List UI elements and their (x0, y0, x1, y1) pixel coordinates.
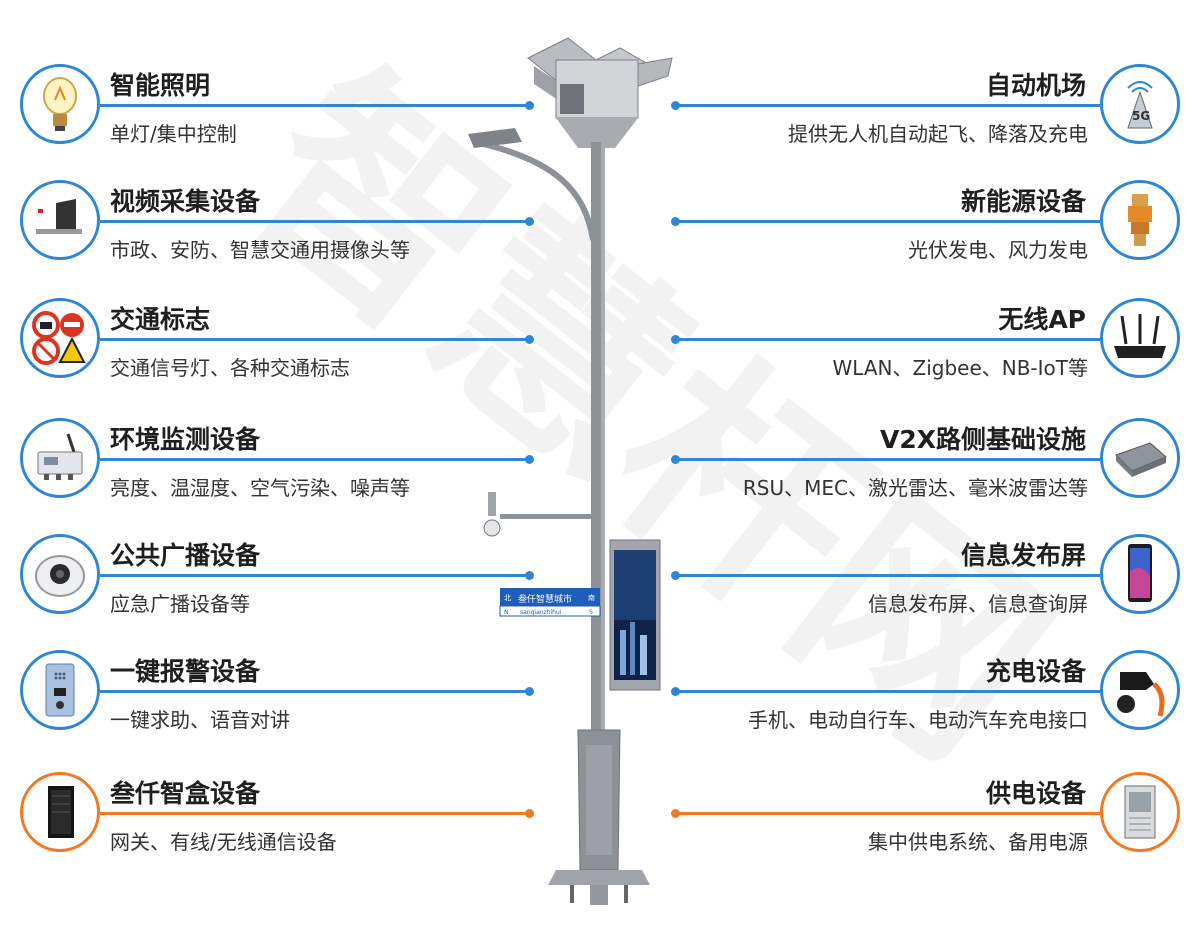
connector-dot (525, 217, 534, 226)
connector-line (100, 809, 534, 818)
feature-description: 亮度、温湿度、空气污染、噪声等 (110, 476, 410, 500)
drone-airport (527, 37, 673, 148)
left-feature-item: 视频采集设备市政、安防、智慧交通用摄像头等 (0, 180, 560, 280)
street-sign: 北 叁仟智慧城市 南 N sanqianzhihui S (499, 588, 601, 617)
connector-dot (525, 101, 534, 110)
right-feature-item: 新能源设备光伏发电、风力发电 (640, 180, 1200, 280)
cabinet-icon (20, 772, 100, 852)
svg-text:5G: 5G (1132, 109, 1150, 123)
feature-title: 充电设备 (985, 657, 1086, 686)
feature-description: 手机、电动自行车、电动汽车充电接口 (748, 708, 1088, 732)
connector-dot (525, 809, 534, 818)
feature-description: 网关、有线/无线通信设备 (110, 830, 337, 854)
connector-line (100, 571, 534, 580)
connector-dot (671, 335, 680, 344)
feature-description: 光伏发电、风力发电 (908, 238, 1088, 262)
feature-description: 交通信号灯、各种交通标志 (110, 356, 350, 380)
connector-dot (525, 687, 534, 696)
phone-screen-icon (1100, 534, 1180, 614)
lamp-arm (474, 139, 596, 241)
feature-title: 智能照明 (110, 71, 211, 100)
connector-line (671, 101, 1100, 110)
feature-description: 单灯/集中控制 (110, 122, 237, 146)
feature-title: 无线AP (998, 305, 1086, 334)
right-feature-item: 信息发布屏信息发布屏、信息查询屏 (640, 534, 1200, 634)
feature-title: 交通标志 (110, 305, 211, 334)
feature-description: 提供无人机自动起飞、降落及充电 (788, 122, 1088, 146)
feature-description: 市政、安防、智慧交通用摄像头等 (110, 238, 410, 262)
connector-icon (1100, 180, 1180, 260)
connector-dot (525, 571, 534, 580)
right-feature-item: 无线AP WLAN、Zigbee、NB-IoT等 (640, 298, 1200, 398)
left-feature-item: 叁仟智盒设备网关、有线/无线通信设备 (0, 772, 560, 872)
left-feature-item: 环境监测设备亮度、温湿度、空气污染、噪声等 (0, 418, 560, 518)
feature-title: 环境监测设备 (110, 425, 261, 454)
feature-title: 自动机场 (985, 71, 1086, 100)
feature-title: 新能源设备 (960, 187, 1086, 216)
connector-dot (671, 455, 680, 464)
light-bulb-icon (20, 64, 100, 144)
traffic-sign-icon (20, 298, 100, 378)
sign-south-letter: S (589, 609, 593, 616)
sign-name: 叁仟智慧城市 (518, 593, 572, 605)
feature-title: 一键报警设备 (110, 657, 261, 686)
feature-title: 公共广播设备 (110, 541, 261, 570)
connector-dot (671, 687, 680, 696)
left-feature-item: 智能照明单灯/集中控制 (0, 64, 560, 164)
sign-pinyin: sanqianzhihui (520, 609, 562, 616)
feature-title: 叁仟智盒设备 (110, 779, 261, 808)
connector-line (100, 455, 534, 464)
connector-line (100, 217, 534, 226)
right-feature-item: V2X路侧基础设施 RSU、MEC、激光雷达、毫米波雷达等 (640, 418, 1200, 518)
sign-north-letter: N (504, 609, 509, 616)
connector-line (671, 687, 1100, 696)
connector-dot (671, 217, 680, 226)
alarm-panel-icon (20, 650, 100, 730)
smart-pole-illustration: 北 叁仟智慧城市 南 N sanqianzhihui S (468, 37, 673, 905)
left-feature-item: 一键报警设备一键求助、语音对讲 (0, 650, 560, 750)
right-feature-item: 充电设备手机、电动自行车、电动汽车充电接口 (640, 650, 1200, 750)
feature-description: 信息发布屏、信息查询屏 (868, 592, 1088, 616)
feature-description: 应急广播设备等 (110, 592, 250, 616)
right-feature-item: 5G 自动机场提供无人机自动起飞、降落及充电 (640, 64, 1200, 164)
left-feature-item: 公共广播设备应急广播设备等 (0, 534, 560, 634)
connector-line (671, 809, 1100, 818)
connector-line (671, 455, 1100, 464)
sensor-box-icon (20, 418, 100, 498)
connector-line (100, 687, 534, 696)
rsu-device-icon (1100, 418, 1180, 498)
feature-title: V2X路侧基础设施 (879, 425, 1086, 454)
connector-line (100, 335, 534, 344)
right-feature-item: 供电设备集中供电系统、备用电源 (640, 772, 1200, 872)
feature-title: 供电设备 (985, 779, 1086, 808)
connector-line (671, 571, 1100, 580)
feature-title: 视频采集设备 (110, 187, 261, 216)
connector-line (100, 101, 534, 110)
dome-camera (483, 519, 501, 537)
connector-dot (671, 809, 680, 818)
connector-line (671, 217, 1100, 226)
connector-dot (671, 101, 680, 110)
sign-south: 南 (588, 593, 595, 602)
connector-dot (525, 335, 534, 344)
connector-dot (525, 455, 534, 464)
5g-tower-icon: 5G (1100, 64, 1180, 144)
charging-plug-icon (1100, 650, 1180, 730)
connector-dot (671, 571, 680, 580)
left-feature-item: 交通标志交通信号灯、各种交通标志 (0, 298, 560, 398)
feature-description: WLAN、Zigbee、NB-IoT等 (832, 356, 1088, 380)
connector-line (671, 335, 1100, 344)
camera-icon (20, 180, 100, 260)
feature-description: 一键求助、语音对讲 (110, 708, 290, 732)
feature-title: 信息发布屏 (960, 541, 1086, 570)
feature-description: RSU、MEC、激光雷达、毫米波雷达等 (742, 476, 1088, 500)
router-icon (1100, 298, 1180, 378)
power-cabinet-icon (1100, 772, 1180, 852)
sign-north: 北 (504, 594, 511, 602)
speaker-icon (20, 534, 100, 614)
feature-description: 集中供电系统、备用电源 (868, 830, 1088, 854)
